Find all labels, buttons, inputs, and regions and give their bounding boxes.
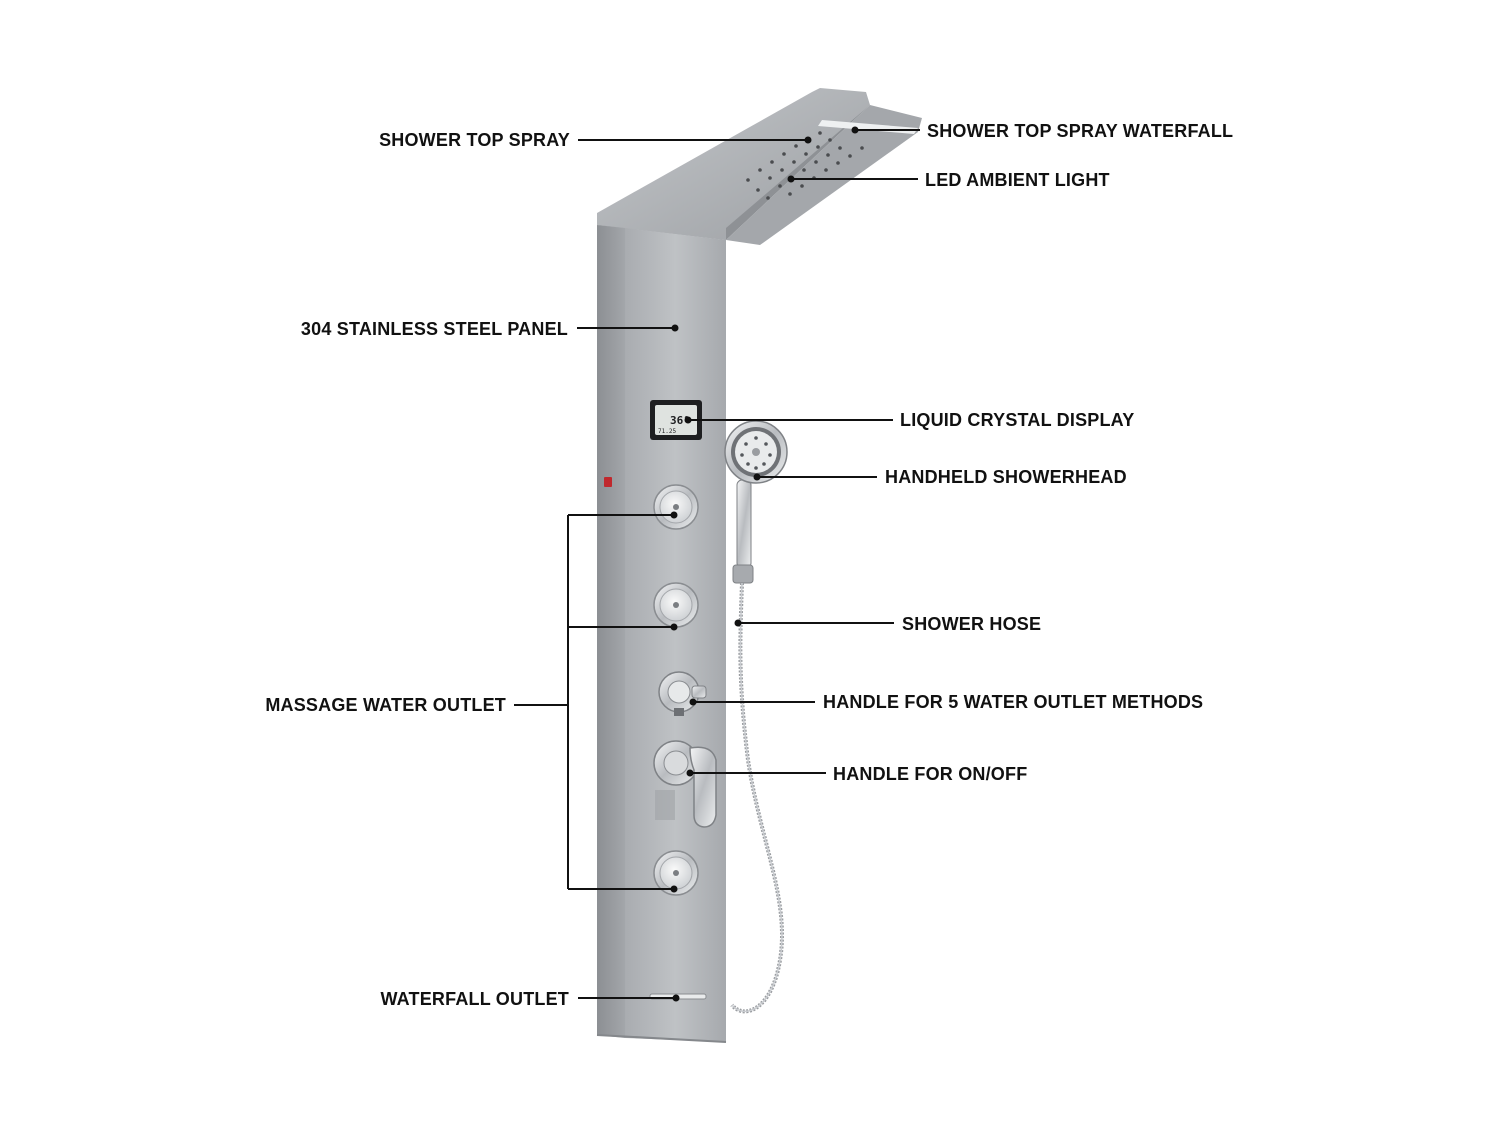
lcd-secondary-readout: 71.25: [658, 428, 676, 435]
shower-hose: [732, 583, 782, 1011]
label-shower-top-spray-waterfall: SHOWER TOP SPRAY WATERFALL: [927, 121, 1233, 141]
label-led-ambient-light: LED AMBIENT LIGHT: [925, 170, 1110, 190]
label-handle-5-outlet-methods: HANDLE FOR 5 WATER OUTLET METHODS: [823, 692, 1203, 712]
shower-panel-illustration: 36° 71.25: [597, 88, 922, 1042]
massage-jet-2: [654, 583, 698, 627]
label-liquid-crystal-display: LIQUID CRYSTAL DISPLAY: [900, 410, 1134, 430]
panel-front-face: [625, 228, 726, 1042]
label-stainless-steel-panel: 304 STAINLESS STEEL PANEL: [301, 319, 568, 339]
temperature-indicator: [604, 477, 612, 487]
label-shower-hose: SHOWER HOSE: [902, 614, 1041, 634]
label-handheld-showerhead: HANDHELD SHOWERHEAD: [885, 467, 1127, 487]
label-shower-top-spray: SHOWER TOP SPRAY: [379, 130, 570, 150]
label-massage-water-outlet: MASSAGE WATER OUTLET: [265, 695, 506, 715]
handheld-showerhead: [725, 421, 787, 583]
label-handle-on-off: HANDLE FOR ON/OFF: [833, 764, 1027, 784]
massage-jet-1: [654, 485, 698, 529]
label-waterfall-outlet: WATERFALL OUTLET: [380, 989, 569, 1009]
panel-side-face: [597, 225, 625, 1038]
